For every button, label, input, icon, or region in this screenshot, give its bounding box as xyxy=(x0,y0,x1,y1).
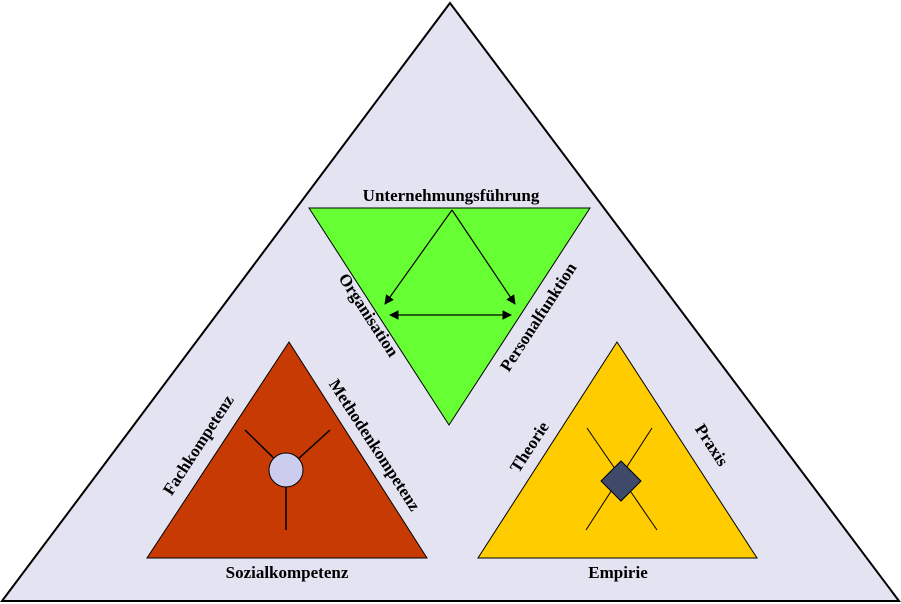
label-empirie: Empirie xyxy=(588,563,648,582)
right-triangle xyxy=(477,341,758,559)
label-sozialkompetenz: Sozialkompetenz xyxy=(226,563,349,582)
center-diamond xyxy=(600,460,642,502)
label-unternehmungsfuehrung: Unternehmungsführung xyxy=(363,186,540,205)
center-circle xyxy=(268,452,304,488)
left-triangle xyxy=(146,341,428,559)
top-triangle-arrows xyxy=(384,209,516,320)
arrow-to-personalfunktion xyxy=(451,209,516,305)
arrow-to-organisation xyxy=(384,209,453,305)
